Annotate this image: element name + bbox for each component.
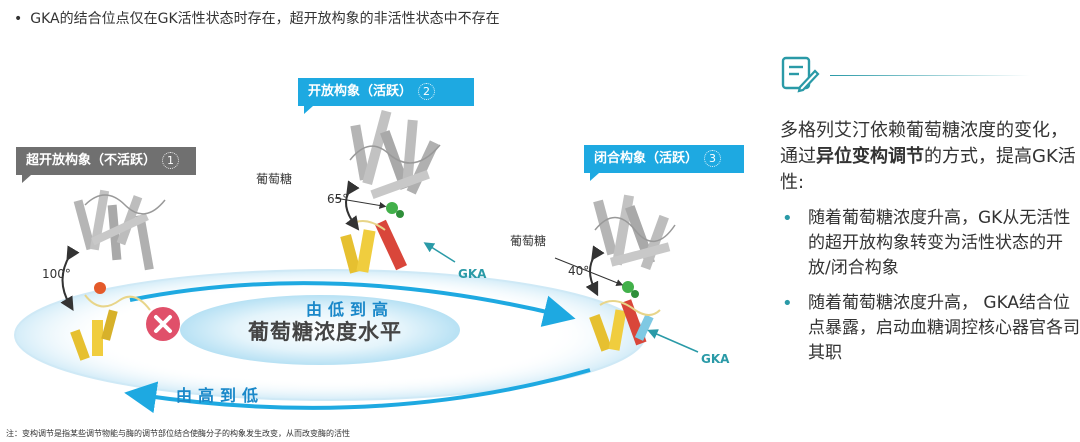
sidebar-point-2: 随着葡萄糖浓度升高， GKA结合位点暴露，启动血糖调控核心器官各司其职 [780,291,1080,366]
state-tag-1-label: 超开放构象（不活跃） [26,153,157,168]
inactive-cross-icon [146,307,180,341]
sidebar-title: 多格列艾汀依赖葡萄糖浓度的变化，通过异位变构调节的方式，提高GK活性: [780,118,1080,196]
sidebar-point-1: 随着葡萄糖浓度升高，GK从无活性的超开放构象转变为活性状态的开放/闭合构象 [780,206,1080,281]
glucose-pointer-2 [334,197,387,209]
glucose-pointer-3 [554,257,624,286]
protein-structure-2 [340,109,441,274]
angle-arrow-3 [585,245,605,297]
glucose-label-2: 葡萄糖 [256,172,293,186]
high-to-low-arrow [124,368,591,414]
footnote: 注：变构调节是指某些调节物能与酶的调节部位结合使酶分子的构象发生改变，从而改变酶… [6,429,350,438]
sidebar-title-bold: 异位变构调节 [816,146,924,167]
high-to-low-label: 由高到低 [176,386,265,405]
top-bullet: • GKA的结合位点仅在GK活性状态时存在，超开放构象的非活性状态中不存在 [14,8,500,28]
gka-label-3: GKA [701,352,730,366]
state-tag-1: 超开放构象（不活跃） 1 [16,147,196,183]
angle-arrow-1 [60,245,80,312]
inner-disk [180,295,460,365]
sidebar-title-pre: 多格列艾汀依赖葡萄糖浓度的变化，通过 [780,120,1068,167]
gka-pointer-3 [647,329,699,353]
glucose-label-3: 葡萄糖 [510,234,547,248]
angle-label-2: 65° [327,192,349,206]
sidebar-title-post: 的方式，提高GK活性: [780,146,1076,193]
state-tag-2: 开放构象（活跃） 2 [298,78,474,114]
protein-structure-1 [70,189,166,361]
angle-arrow-2 [345,180,360,231]
sidebar: 多格列艾汀依赖葡萄糖浓度的变化，通过异位变构调节的方式，提高GK活性: 随着葡萄… [760,0,1080,442]
gka-pointer-2 [423,242,456,263]
state-tag-3-label: 闭合构象（活跃） [594,151,699,166]
top-bullet-text: GKA的结合位点仅在GK活性状态时存在，超开放构象的非活性状态中不存在 [30,11,500,27]
angle-label-1: 100° [42,267,71,281]
sidebar-divider [830,75,1030,76]
low-to-high-arrow [129,281,576,327]
state-number-3: 3 [704,150,722,167]
low-to-high-label: 由低到高 [306,300,395,319]
angle-label-3: 40° [568,264,590,278]
state-number-2: 2 [418,83,436,100]
glucose-level-label: 葡萄糖浓度水平 [248,320,402,344]
state-tag-2-label: 开放构象（活跃） [308,84,413,99]
edit-note-icon [781,56,820,93]
diagram-graphics [14,109,699,414]
sidebar-points: 随着葡萄糖浓度升高，GK从无活性的超开放构象转变为活性状态的开放/闭合构象 随着… [780,206,1080,376]
state-number-1: 1 [162,152,180,169]
conformation-diagram: 超开放构象（不活跃） 1 开放构象（活跃） 2 闭合构象（活跃） 3 100° 65°… [0,30,760,425]
protein-structure-3 [589,194,676,352]
bullet-dot: • [14,11,23,27]
gka-label-2: GKA [458,267,487,281]
state-tag-3: 闭合构象（活跃） 3 [584,145,744,181]
